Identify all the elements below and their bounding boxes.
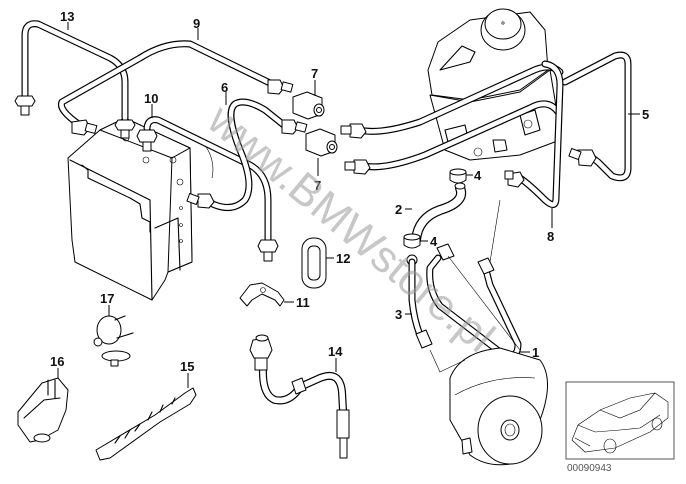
brake-pipe-13[interactable]: [14, 20, 136, 139]
brake-hose-14[interactable]: [249, 334, 350, 459]
brake-pipe-8[interactable]: [504, 60, 564, 208]
callout-5[interactable]: 5: [642, 107, 649, 122]
brake-pipe-5[interactable]: [561, 51, 632, 182]
callout-13[interactable]: 13: [60, 9, 74, 24]
callout-3[interactable]: 3: [395, 307, 402, 322]
callout-17[interactable]: 17: [100, 291, 114, 306]
callout-12[interactable]: 12: [336, 251, 350, 266]
reference-number: 00090943: [567, 463, 612, 474]
leader-lines: [57, 22, 640, 388]
pipe-3[interactable]: [406, 254, 433, 349]
hydraulic-unit[interactable]: [67, 117, 214, 301]
adapter-7-upper[interactable]: [292, 91, 325, 120]
callout-14[interactable]: 14: [328, 344, 343, 359]
brake-pipe-6[interactable]: [186, 98, 308, 211]
hose-clamp-4-lower[interactable]: [403, 233, 421, 249]
callout-7-upper[interactable]: 7: [311, 66, 318, 81]
callout-6[interactable]: 6: [221, 80, 228, 95]
callout-15[interactable]: 15: [180, 359, 194, 374]
callout-16[interactable]: 16: [50, 354, 64, 369]
brake-pipe-9[interactable]: [57, 40, 294, 136]
pipe-clip-17[interactable]: [93, 315, 134, 367]
callout-10[interactable]: 10: [144, 91, 158, 106]
callout-9[interactable]: 9: [193, 16, 200, 31]
car-icon: [571, 392, 669, 454]
pipe-holder-16[interactable]: [17, 377, 69, 443]
callout-8[interactable]: 8: [547, 229, 554, 244]
master-cylinder-reservoir[interactable]: [427, 8, 561, 161]
vehicle-thumbnail[interactable]: 00090943: [565, 381, 675, 474]
hose-2[interactable]: [411, 182, 466, 245]
brake-pipe-long-lower[interactable]: [344, 100, 562, 175]
callout-7-lower[interactable]: 7: [314, 178, 321, 193]
callout-1[interactable]: 1: [532, 345, 539, 360]
pipe-holder-15[interactable]: [95, 387, 197, 461]
pump-motor[interactable]: [429, 347, 548, 466]
callout-2[interactable]: 2: [395, 202, 402, 217]
adapter-7-lower[interactable]: [305, 128, 338, 157]
hose-clamp-4-upper[interactable]: [449, 168, 467, 184]
callout-4-upper[interactable]: 4: [474, 168, 482, 183]
callouts: 13 9 10 6 7 7 4 4 5 8 2 3 1 12 11 14 17 …: [50, 9, 649, 374]
bracket-11[interactable]: [239, 282, 285, 307]
brake-pipe-10[interactable]: [136, 116, 279, 262]
grommet-12[interactable]: [301, 237, 327, 289]
callout-11[interactable]: 11: [296, 295, 310, 310]
callout-4-lower[interactable]: 4: [430, 234, 438, 249]
